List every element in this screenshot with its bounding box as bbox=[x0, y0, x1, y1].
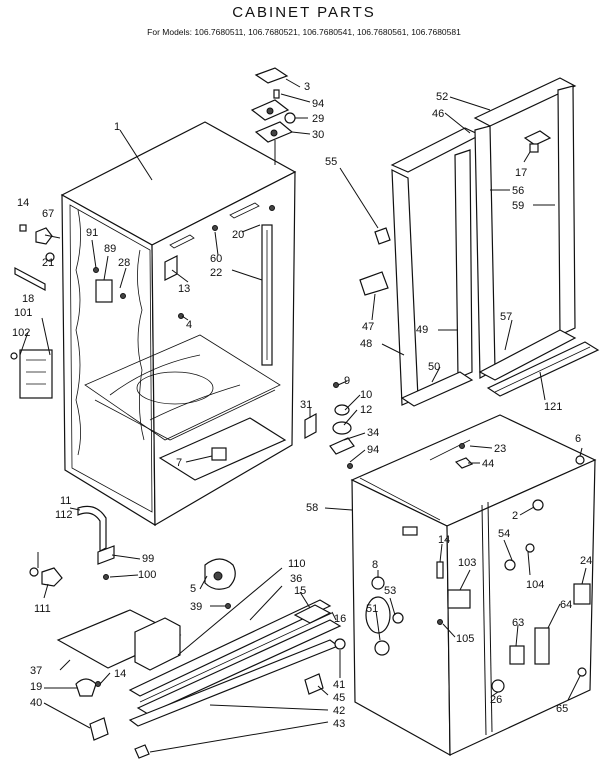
callout-64: 64 bbox=[560, 599, 572, 611]
callout-5: 5 bbox=[190, 583, 196, 595]
callout-22: 22 bbox=[210, 267, 222, 279]
callout-14: 14 bbox=[17, 197, 29, 209]
callout-14-cabinet: 14 bbox=[438, 534, 450, 546]
callout-63: 63 bbox=[512, 617, 524, 629]
callout-102: 102 bbox=[12, 327, 30, 339]
callout-67: 67 bbox=[42, 208, 54, 220]
callout-100: 100 bbox=[138, 569, 156, 581]
cabinet-liner bbox=[60, 121, 317, 527]
callout-41: 41 bbox=[333, 679, 345, 691]
callout-4: 4 bbox=[186, 319, 192, 331]
callout-30: 30 bbox=[312, 129, 324, 141]
callout-16: 16 bbox=[334, 613, 346, 625]
callout-3: 3 bbox=[304, 81, 310, 93]
callout-39: 39 bbox=[190, 601, 202, 613]
callout-46: 46 bbox=[432, 108, 444, 120]
callout-6: 6 bbox=[575, 433, 581, 445]
callout-36: 36 bbox=[290, 573, 302, 585]
callout-34: 34 bbox=[367, 427, 379, 439]
drain-parts bbox=[29, 505, 115, 587]
left-side-parts bbox=[10, 205, 275, 399]
callout-89: 89 bbox=[104, 243, 116, 255]
callout-37: 37 bbox=[30, 665, 42, 677]
callout-43: 43 bbox=[333, 718, 345, 730]
callout-labels: 1 3 94 29 30 52 46 55 17 56 59 14 67 91 … bbox=[12, 81, 592, 730]
bottom-rail-parts bbox=[56, 558, 346, 759]
top-hinge-parts bbox=[250, 67, 296, 165]
callout-94-lower: 94 bbox=[367, 444, 379, 456]
callout-23: 23 bbox=[494, 443, 506, 455]
callout-54: 54 bbox=[498, 528, 510, 540]
callout-20: 20 bbox=[232, 229, 244, 241]
callout-56: 56 bbox=[512, 185, 524, 197]
callout-40: 40 bbox=[30, 697, 42, 709]
center-small-parts bbox=[329, 382, 355, 469]
callout-52: 52 bbox=[436, 91, 448, 103]
model-numbers: For Models: 106.7680511, 106.7680521, 10… bbox=[147, 27, 461, 37]
callout-57: 57 bbox=[500, 311, 512, 323]
callout-60: 60 bbox=[210, 253, 222, 265]
callout-51: 51 bbox=[366, 603, 378, 615]
callout-2: 2 bbox=[512, 510, 518, 522]
callout-12: 12 bbox=[360, 404, 372, 416]
callout-7: 7 bbox=[176, 457, 182, 469]
callout-9: 9 bbox=[344, 375, 350, 387]
callout-21: 21 bbox=[42, 257, 54, 269]
callout-14-tray: 14 bbox=[114, 668, 126, 680]
callout-11: 11 bbox=[60, 495, 71, 507]
callout-8: 8 bbox=[372, 559, 378, 571]
callout-101: 101 bbox=[14, 307, 32, 319]
callout-42: 42 bbox=[333, 705, 345, 717]
callout-13: 13 bbox=[178, 283, 190, 295]
callout-48: 48 bbox=[360, 338, 372, 350]
callout-50: 50 bbox=[428, 361, 440, 373]
callout-121: 121 bbox=[544, 401, 562, 413]
callout-47: 47 bbox=[362, 321, 374, 333]
callout-99: 99 bbox=[142, 553, 154, 565]
callout-17: 17 bbox=[515, 167, 527, 179]
callout-18: 18 bbox=[22, 293, 34, 305]
callout-58: 58 bbox=[306, 502, 318, 514]
callout-103: 103 bbox=[458, 557, 476, 569]
callout-91: 91 bbox=[86, 227, 98, 239]
callout-94: 94 bbox=[312, 98, 324, 110]
callout-31: 31 bbox=[300, 399, 312, 411]
callout-55: 55 bbox=[325, 156, 337, 168]
callout-105: 105 bbox=[456, 633, 474, 645]
callout-111: 111 bbox=[34, 603, 51, 615]
callout-65: 65 bbox=[556, 703, 568, 715]
leader-lines bbox=[19, 78, 587, 753]
callout-24: 24 bbox=[580, 555, 592, 567]
callout-19: 19 bbox=[30, 681, 42, 693]
callout-45: 45 bbox=[333, 692, 345, 704]
callout-112: 112 bbox=[55, 509, 73, 521]
callout-53: 53 bbox=[384, 585, 396, 597]
callout-28: 28 bbox=[118, 257, 130, 269]
callout-26: 26 bbox=[490, 694, 502, 706]
callout-10: 10 bbox=[360, 389, 372, 401]
callout-44: 44 bbox=[482, 458, 494, 470]
callout-29: 29 bbox=[312, 113, 324, 125]
callout-1: 1 bbox=[114, 121, 120, 133]
diagram-title: CABINET PARTS bbox=[232, 4, 376, 21]
callout-59: 59 bbox=[512, 200, 524, 212]
callout-49: 49 bbox=[416, 324, 428, 336]
callout-104: 104 bbox=[526, 579, 544, 591]
callout-110: 110 bbox=[288, 558, 306, 570]
callout-15: 15 bbox=[294, 585, 306, 597]
door-gasket-frames bbox=[359, 77, 600, 407]
outer-cabinet bbox=[350, 414, 597, 757]
